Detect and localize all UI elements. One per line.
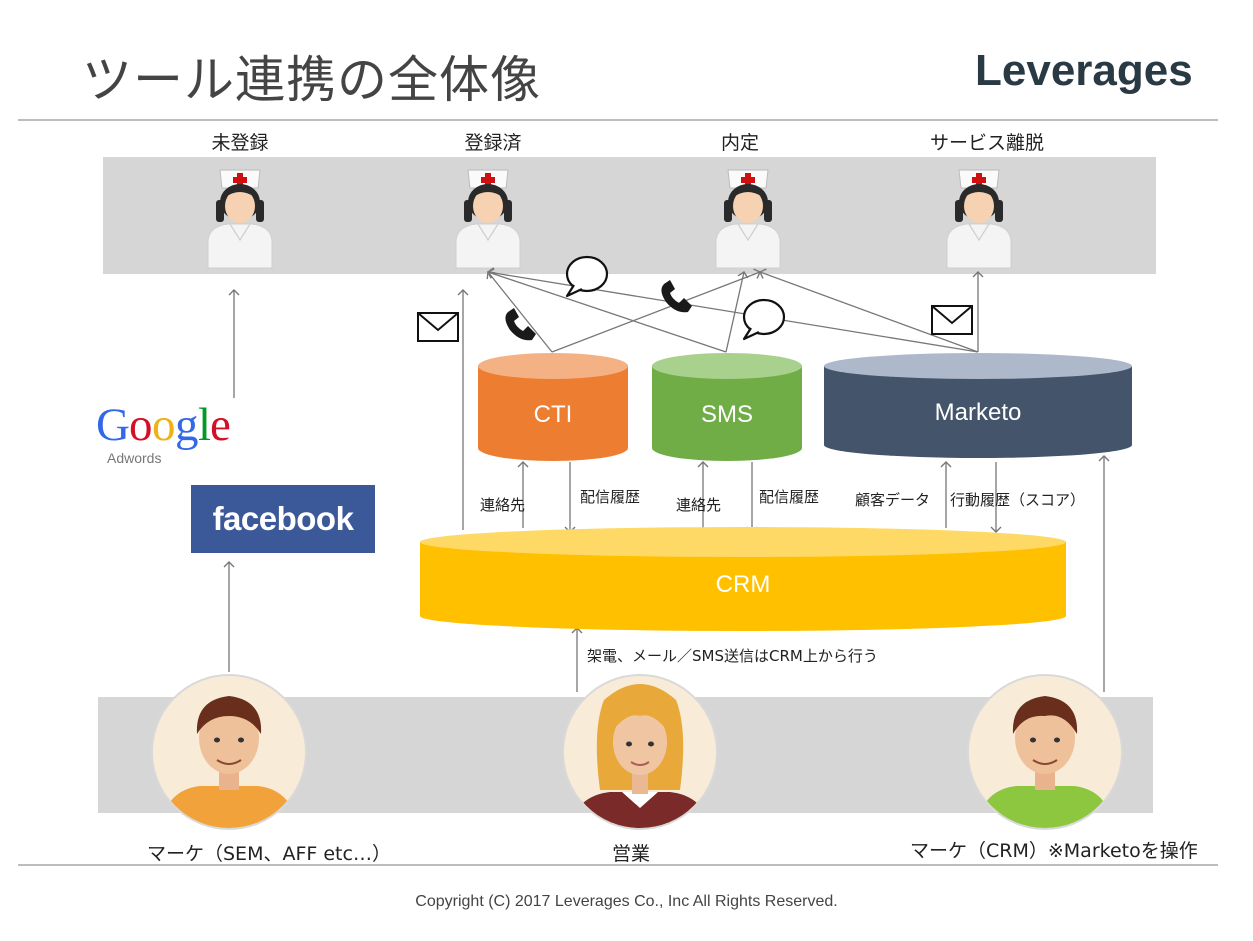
cti-database bbox=[478, 353, 628, 461]
stage-label-churned: サービス離脱 bbox=[929, 132, 1044, 154]
svg-text:o: o bbox=[152, 399, 176, 451]
chat-bubble-icon bbox=[742, 298, 786, 341]
crm-label: CRM bbox=[715, 571, 771, 598]
cti-to-offer-arrow bbox=[551, 268, 761, 353]
sms-history-label: 配信履歴 bbox=[759, 488, 820, 506]
nurse-avatar-unregistered bbox=[207, 169, 273, 269]
facebook-logo: facebook bbox=[191, 485, 375, 553]
svg-text:g: g bbox=[175, 399, 199, 451]
crm-note-label: 架電、メール／SMS送信はCRM上から行う bbox=[587, 647, 878, 665]
cti-history-label: 配信履歴 bbox=[580, 488, 641, 506]
google-adwords-logo: G o o g l e bbox=[96, 399, 231, 451]
crm-marketing-person-avatar bbox=[967, 674, 1123, 830]
svg-text:G: G bbox=[96, 399, 130, 451]
stage-label-unregistered: 未登録 bbox=[211, 132, 269, 154]
marketo-to-offer-arrow bbox=[759, 268, 979, 353]
marketo-label: Marketo bbox=[934, 399, 1022, 426]
crm-database bbox=[420, 527, 1066, 631]
footer-divider bbox=[18, 864, 1218, 866]
svg-text:l: l bbox=[198, 399, 211, 451]
marketo-to-registered-arrow bbox=[487, 267, 979, 353]
sales-person-avatar bbox=[562, 674, 718, 830]
sms-contact-label: 連絡先 bbox=[676, 496, 722, 514]
sales-label: 営業 bbox=[612, 843, 651, 865]
nurse-avatar-churned bbox=[946, 169, 1012, 269]
stage-label-registered: 登録済 bbox=[464, 132, 522, 154]
sms-label: SMS bbox=[700, 401, 753, 428]
header-divider bbox=[18, 119, 1218, 121]
sms-to-registered-arrow bbox=[487, 268, 727, 353]
nurse-avatar-offer bbox=[715, 169, 781, 269]
cti-to-registered-arrow bbox=[486, 271, 553, 353]
nurse-avatar-registered bbox=[455, 169, 521, 269]
copyright-text: Copyright (C) 2017 Leverages Co., Inc Al… bbox=[415, 893, 838, 910]
phone-icon bbox=[661, 280, 692, 313]
sms-database bbox=[652, 353, 802, 461]
cti-label: CTI bbox=[533, 401, 573, 428]
svg-text:o: o bbox=[129, 399, 153, 451]
marketo-customer-label: 顧客データ bbox=[855, 491, 931, 509]
email-icon bbox=[931, 305, 973, 335]
marketo-database bbox=[824, 353, 1132, 458]
email-icon bbox=[417, 312, 459, 342]
marketing-sem-label: マーケ（SEM、AFF etc…） bbox=[147, 843, 391, 865]
svg-text:e: e bbox=[210, 399, 231, 451]
marketo-behavior-label: 行動履歴（スコア） bbox=[950, 491, 1086, 509]
brand-logo: Leverages bbox=[975, 46, 1193, 95]
marketing-crm-label: マーケ（CRM）※Marketoを操作 bbox=[910, 840, 1198, 862]
cti-contact-label: 連絡先 bbox=[480, 496, 526, 514]
marketing-person-avatar bbox=[151, 674, 307, 830]
google-adwords-sublabel: Adwords bbox=[107, 450, 162, 466]
stage-label-offer: 内定 bbox=[720, 132, 759, 154]
page-title: ツール連携の全体像 bbox=[82, 51, 541, 109]
